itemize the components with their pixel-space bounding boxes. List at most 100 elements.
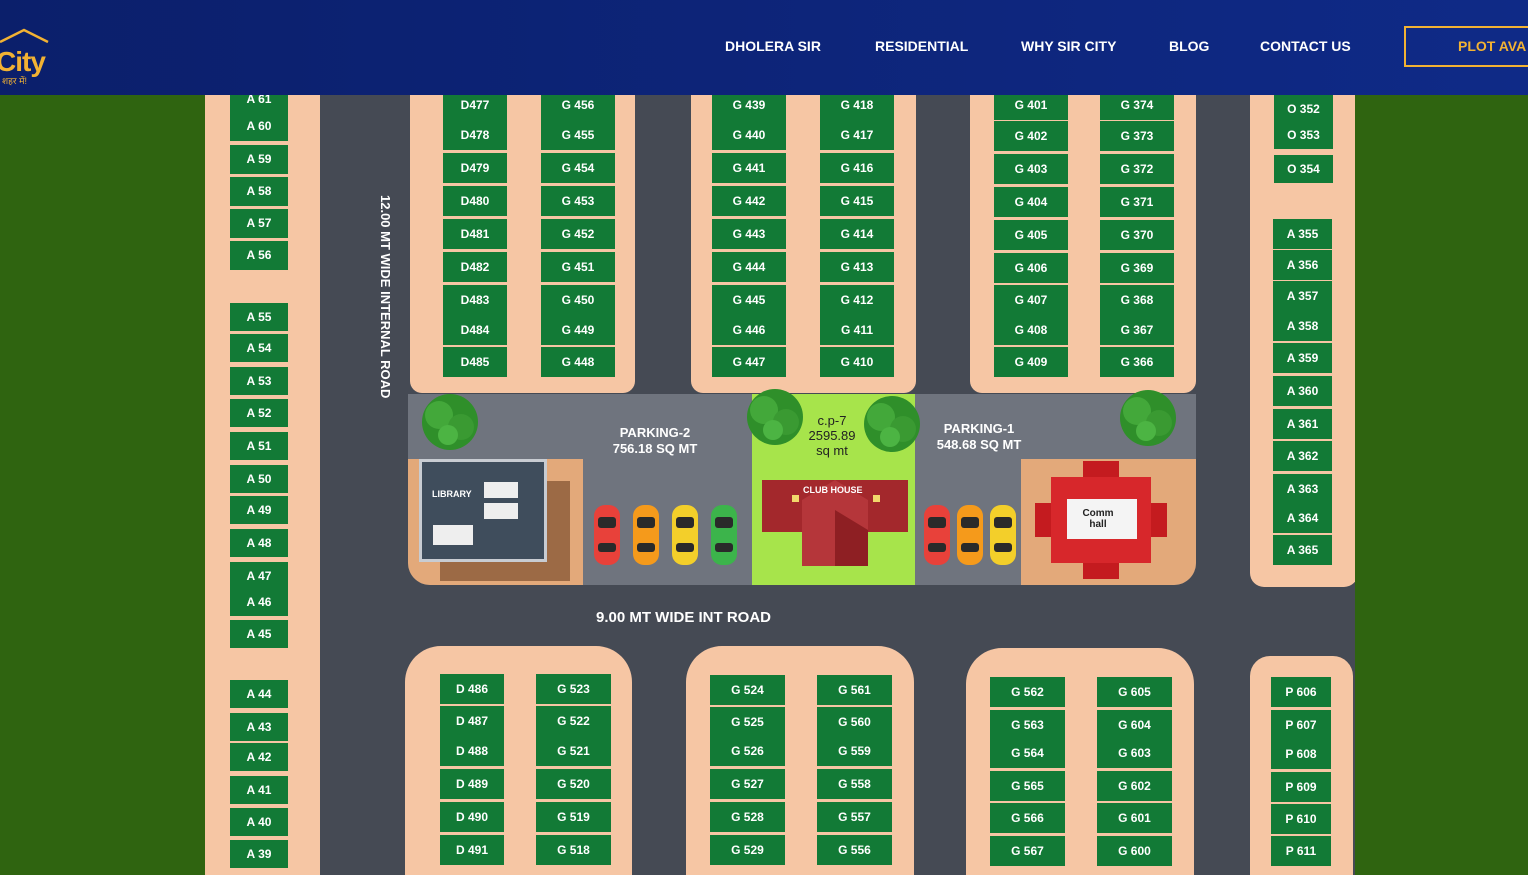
plot-g443[interactable]: G 443 [712,219,786,251]
plot-a356[interactable]: A 356 [1273,250,1332,282]
plot-a357[interactable]: A 357 [1273,281,1332,313]
plot-g451[interactable]: G 451 [541,252,615,284]
plot-p610[interactable]: P 610 [1271,804,1331,836]
plot-a364[interactable]: A 364 [1273,503,1332,535]
plot-g371[interactable]: G 371 [1100,187,1174,219]
plot-d485[interactable]: D485 [443,347,507,379]
plot-g518[interactable]: G 518 [536,835,611,867]
plot-a365[interactable]: A 365 [1273,535,1332,567]
plot-p609[interactable]: P 609 [1271,772,1331,804]
plot-a355[interactable]: A 355 [1273,219,1332,251]
nav-blog[interactable]: BLOG [1169,38,1210,54]
plot-g604[interactable]: G 604 [1097,710,1172,742]
plot-g566[interactable]: G 566 [990,803,1065,835]
plot-g561[interactable]: G 561 [817,675,892,707]
plot-g565[interactable]: G 565 [990,771,1065,803]
plot-a54[interactable]: A 54 [230,334,288,364]
plot-g519[interactable]: G 519 [536,802,611,834]
plot-g603[interactable]: G 603 [1097,738,1172,770]
plot-d481[interactable]: D481 [443,219,507,251]
plot-g367[interactable]: G 367 [1100,315,1174,347]
plot-p607[interactable]: P 607 [1271,710,1331,742]
plot-a360[interactable]: A 360 [1273,376,1332,408]
plot-a40[interactable]: A 40 [230,808,288,838]
plot-g454[interactable]: G 454 [541,153,615,185]
plot-d484[interactable]: D484 [443,315,507,347]
plot-d483[interactable]: D483 [443,285,507,317]
plot-g563[interactable]: G 563 [990,710,1065,742]
plot-g440[interactable]: G 440 [712,120,786,152]
nav-contact-us[interactable]: CONTACT US [1260,38,1351,54]
plot-g406[interactable]: G 406 [994,253,1068,285]
plot-p606[interactable]: P 606 [1271,677,1331,709]
plot-availability-button[interactable]: PLOT AVA [1404,26,1528,67]
plot-g409[interactable]: G 409 [994,347,1068,379]
plot-g453[interactable]: G 453 [541,186,615,218]
plot-g374[interactable]: G 374 [1100,95,1174,122]
plot-a52[interactable]: A 52 [230,399,288,429]
plot-a51[interactable]: A 51 [230,432,288,462]
plot-d482[interactable]: D482 [443,252,507,284]
plot-a43[interactable]: A 43 [230,713,288,743]
plot-a358[interactable]: A 358 [1273,311,1332,343]
plot-a42[interactable]: A 42 [230,743,288,773]
plot-g449[interactable]: G 449 [541,315,615,347]
plot-g439[interactable]: G 439 [712,95,786,122]
plot-a50[interactable]: A 50 [230,465,288,495]
plot-g411[interactable]: G 411 [820,315,894,347]
plot-g402[interactable]: G 402 [994,121,1068,153]
plot-g416[interactable]: G 416 [820,153,894,185]
plot-g450[interactable]: G 450 [541,285,615,317]
plot-a41[interactable]: A 41 [230,776,288,806]
plot-a53[interactable]: A 53 [230,367,288,397]
logo[interactable]: City शहर में! [0,28,60,90]
plot-g403[interactable]: G 403 [994,154,1068,186]
plot-g418[interactable]: G 418 [820,95,894,122]
plot-g600[interactable]: G 600 [1097,836,1172,868]
plot-g448[interactable]: G 448 [541,347,615,379]
plot-g601[interactable]: G 601 [1097,803,1172,835]
plot-d491[interactable]: D 491 [440,835,504,867]
plot-a59[interactable]: A 59 [230,145,288,176]
plot-a56[interactable]: A 56 [230,241,288,272]
plot-a44[interactable]: A 44 [230,680,288,710]
plot-g527[interactable]: G 527 [710,769,785,801]
plot-g446[interactable]: G 446 [712,315,786,347]
plot-g401[interactable]: G 401 [994,95,1068,122]
nav-why-sir-city[interactable]: WHY SIR CITY [1021,38,1117,54]
plot-g373[interactable]: G 373 [1100,121,1174,153]
plot-g415[interactable]: G 415 [820,186,894,218]
plot-g456[interactable]: G 456 [541,95,615,122]
plot-a359[interactable]: A 359 [1273,343,1332,375]
plot-g407[interactable]: G 407 [994,285,1068,317]
plot-d490[interactable]: D 490 [440,802,504,834]
plot-a39[interactable]: A 39 [230,840,288,870]
plot-a45[interactable]: A 45 [230,620,288,650]
plot-a46[interactable]: A 46 [230,588,288,618]
plot-g410[interactable]: G 410 [820,347,894,379]
plot-g417[interactable]: G 417 [820,120,894,152]
plot-g524[interactable]: G 524 [710,675,785,707]
nav-dholera-sir[interactable]: DHOLERA SIR [725,38,821,54]
plot-g528[interactable]: G 528 [710,802,785,834]
plot-g526[interactable]: G 526 [710,736,785,768]
plot-g452[interactable]: G 452 [541,219,615,251]
plot-g414[interactable]: G 414 [820,219,894,251]
plot-g562[interactable]: G 562 [990,677,1065,709]
plot-a363[interactable]: A 363 [1273,474,1332,506]
plot-d487[interactable]: D 487 [440,706,504,738]
plot-d477[interactable]: D477 [443,95,507,122]
plot-g444[interactable]: G 444 [712,252,786,284]
plot-g523[interactable]: G 523 [536,674,611,706]
plot-d479[interactable]: D479 [443,153,507,185]
plot-d489[interactable]: D 489 [440,769,504,801]
plot-g558[interactable]: G 558 [817,769,892,801]
plot-g564[interactable]: G 564 [990,738,1065,770]
plot-d478[interactable]: D478 [443,120,507,152]
plot-p611[interactable]: P 611 [1271,836,1331,868]
plot-g445[interactable]: G 445 [712,285,786,317]
plot-g441[interactable]: G 441 [712,153,786,185]
plot-g412[interactable]: G 412 [820,285,894,317]
plot-g525[interactable]: G 525 [710,707,785,739]
plot-g413[interactable]: G 413 [820,252,894,284]
